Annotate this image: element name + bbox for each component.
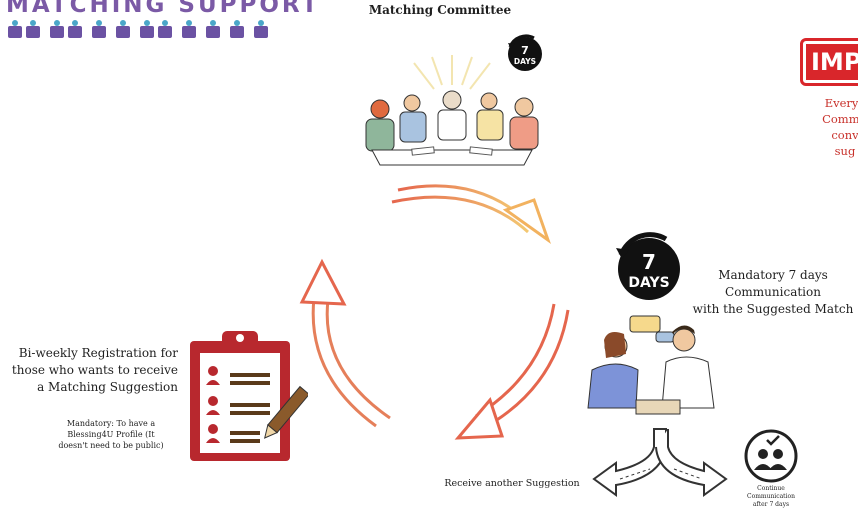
mandatory-note: Mandatory: To have a Blessing4U Profile …: [46, 418, 176, 451]
important-banner-label: IMP: [806, 44, 858, 80]
continue-communication-label: Continue Communication after 7 days: [735, 485, 807, 509]
mandatory-note-line: doesn't need to be public): [58, 441, 164, 450]
important-text-line: sug: [834, 144, 856, 158]
registration-label-line: a Matching Suggestion: [37, 380, 178, 394]
badge-small-unit: DAYS: [514, 57, 536, 66]
mandatory-note-line: Blessing4U Profile (It: [67, 430, 155, 439]
important-text: Everyo Commit conv sug: [800, 95, 858, 159]
fork-arrows: [592, 428, 728, 497]
cycle-arrows: [299, 184, 570, 440]
registration-label: Bi-weekly Registration for those who wan…: [8, 345, 178, 396]
important-text-line: Commit: [822, 112, 858, 126]
arrow-left-head: [299, 258, 347, 306]
couple-illustration: [587, 315, 715, 415]
seven-days-badge-small: 7 DAYS: [508, 34, 542, 71]
clipboard-icon: [190, 331, 308, 461]
badge-large-number: 7: [642, 250, 656, 274]
registration-label-line: those who wants to receive: [11, 363, 178, 377]
important-text-line: Everyo: [824, 96, 858, 110]
committee-title: Matching Committee: [368, 3, 512, 17]
continue-label-line: Communication: [747, 493, 795, 500]
mandatory-note-line: Mandatory: To have a: [66, 419, 156, 428]
continue-label-line: Continue: [757, 485, 785, 492]
continue-communication-icon: [744, 429, 798, 483]
important-text-line: conv: [831, 128, 858, 142]
communication-label-line: Communication: [725, 285, 821, 299]
arrow-left: [311, 297, 391, 428]
committee-illustration: [365, 55, 539, 166]
communication-label-line: with the Suggested Match: [692, 302, 854, 316]
important-banner: IMP: [800, 38, 858, 86]
badge-large-unit: DAYS: [628, 275, 669, 291]
arrow-top-right-head: [502, 198, 551, 244]
people-strip-graphic: [8, 20, 268, 38]
continue-label-line: after 7 days: [752, 501, 790, 508]
registration-label-line: Bi-weekly Registration for: [18, 346, 178, 360]
arrow-bottom-head: [454, 396, 505, 440]
seven-days-badge-large: 7 DAYS: [616, 232, 680, 300]
arrow-top-right: [391, 184, 530, 234]
badge-small-number: 7: [521, 44, 529, 57]
communication-label-line: Mandatory 7 days: [718, 268, 828, 282]
receive-another-label: Receive another Suggestion: [444, 478, 580, 489]
header-title: MATCHING SUPPORT: [6, 0, 321, 18]
communication-label: Mandatory 7 days Communication with the …: [688, 267, 858, 318]
